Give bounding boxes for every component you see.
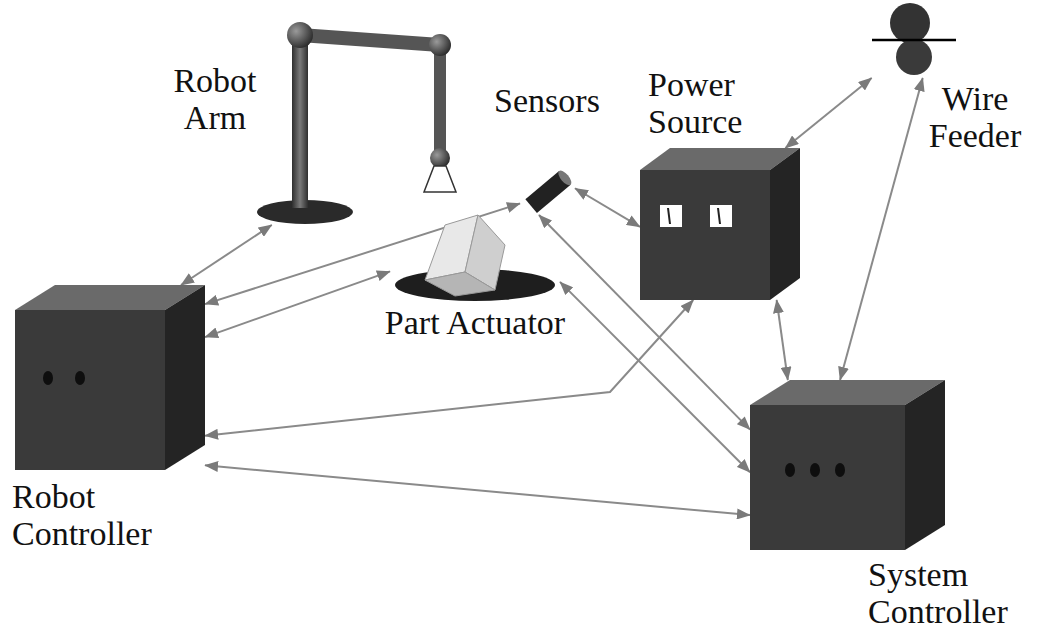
robot-arm-drawing (257, 22, 456, 224)
signal-arrow (205, 271, 390, 337)
sensor-drawing (525, 168, 573, 213)
signal-arrow (205, 465, 750, 515)
signal-arrow (840, 78, 923, 380)
component-name: Power Source (648, 66, 758, 141)
signal-arrow (205, 204, 520, 305)
component-label: Part Actuator (365, 304, 585, 341)
power-source-drawing (640, 148, 800, 300)
robot-controller-drawing (15, 285, 205, 470)
signal-arrow (560, 282, 750, 472)
component-node: Part Actuator (390, 218, 560, 302)
component-label: System Controller (868, 556, 1028, 631)
component-name: Sensors (482, 82, 612, 119)
component-node: Wire Feeder (862, 2, 957, 78)
component-name: Robot Arm (165, 62, 265, 137)
component-node: Power Source (640, 148, 800, 300)
component-name: Part Actuator (365, 304, 585, 341)
signal-arrow (575, 188, 640, 227)
part-actuator-drawing (395, 215, 555, 301)
component-label: Sensors (482, 82, 612, 119)
component-node: System Controller (750, 380, 945, 550)
component-node: Sensors (520, 165, 575, 215)
component-label: Robot Arm (165, 62, 265, 137)
component-name: System Controller (868, 556, 1028, 631)
wire-feeder-drawing (872, 3, 956, 75)
component-name: Wire Feeder (900, 80, 1050, 155)
component-node: Robot Controller (15, 285, 205, 470)
component-label: Robot Controller (12, 478, 182, 553)
system-controller-drawing (750, 380, 945, 550)
signal-arrow (181, 225, 272, 285)
component-name: Robot Controller (12, 478, 182, 553)
signal-arrow (777, 300, 788, 380)
signal-arrow (785, 78, 871, 148)
signal-arrow (205, 300, 693, 436)
component-label: Wire Feeder (900, 80, 1050, 155)
component-label: Power Source (648, 66, 758, 141)
component-node: Robot Arm (255, 20, 470, 225)
